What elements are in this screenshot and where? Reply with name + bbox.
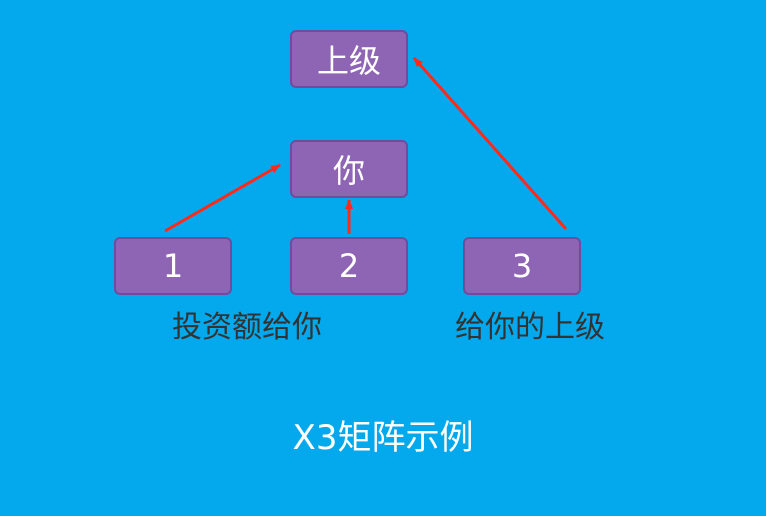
arrow-1-to-you — [164, 163, 281, 233]
caption-to-your-upline: 给你的上级 — [455, 310, 605, 345]
node-2-label: 2 — [338, 247, 360, 285]
node-upline: 上级 — [290, 30, 408, 88]
node-you: 你 — [290, 140, 408, 198]
caption-invest-to-you: 投资额给你 — [172, 310, 322, 345]
node-upline-label: 上级 — [316, 42, 381, 80]
diagram-title: X3矩阵示例 — [292, 418, 474, 458]
node-3: 3 — [463, 237, 581, 295]
node-2: 2 — [290, 237, 408, 295]
node-you-label: 你 — [332, 152, 365, 190]
node-1: 1 — [114, 237, 232, 295]
arrow-3-to-upline — [412, 57, 568, 230]
node-1-label: 1 — [162, 247, 184, 285]
node-3-label: 3 — [511, 247, 533, 285]
